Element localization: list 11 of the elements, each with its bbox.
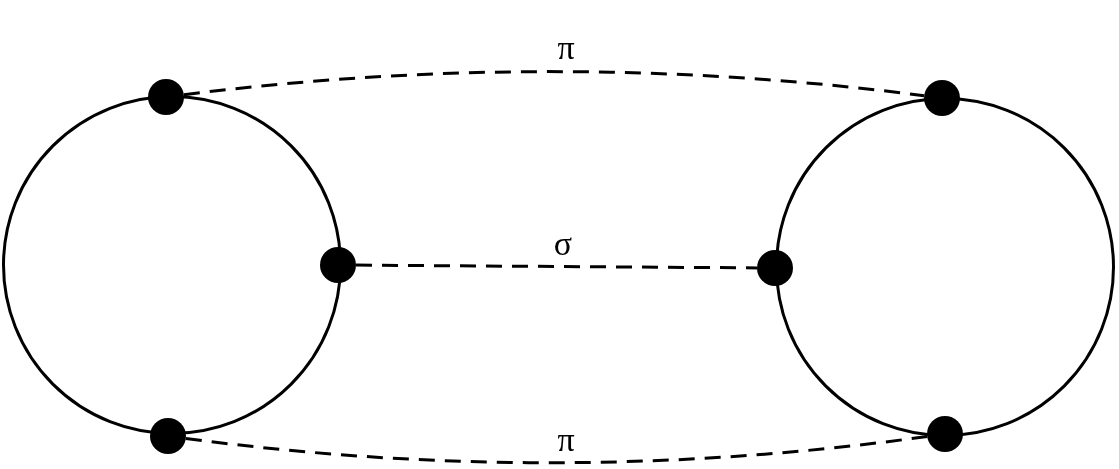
loop-circle (2, 95, 342, 435)
dashed-line (356, 263, 757, 270)
dot (150, 418, 186, 454)
dot (757, 250, 793, 286)
loop-circle (775, 97, 1115, 437)
dot (924, 80, 960, 116)
dashed-line (183, 70, 925, 98)
dot (148, 79, 184, 115)
dot (320, 247, 356, 283)
dot (927, 416, 963, 452)
dashed-line (185, 435, 928, 465)
